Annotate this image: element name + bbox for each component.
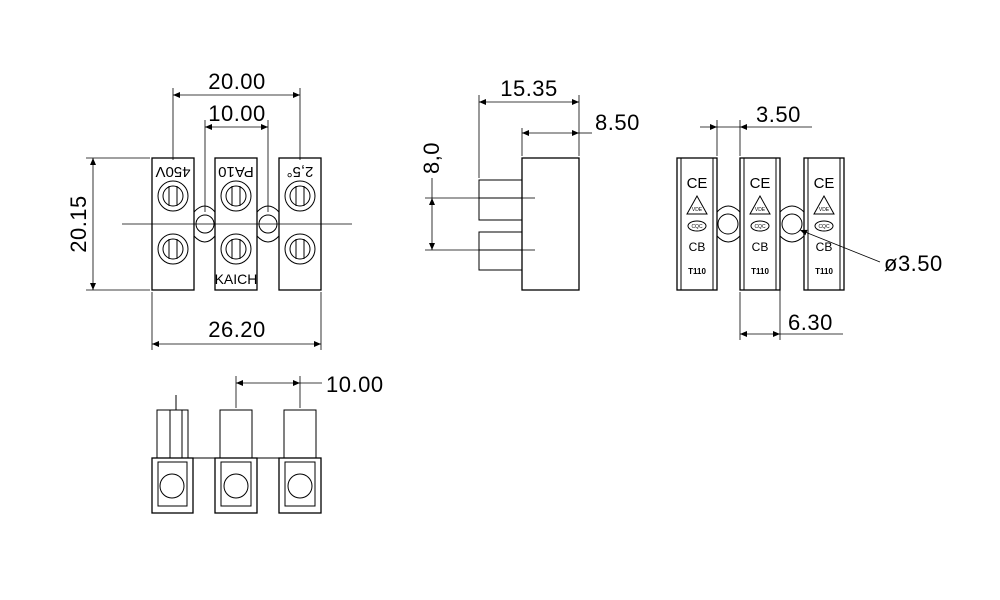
- cb-mark: CB: [689, 240, 706, 254]
- back-body-right: [803, 157, 845, 291]
- vde-icon: VDE: [686, 194, 708, 215]
- marking-voltage: 450V: [155, 163, 190, 180]
- model-mark: T110: [815, 267, 833, 276]
- svg-text:CQC: CQC: [691, 224, 703, 230]
- back-hole-right: [781, 213, 803, 235]
- back-view: CE VDE CQC CB T110 CE VDE CQC CB T11: [676, 102, 943, 340]
- dim-side-offset: 8.50: [595, 110, 640, 135]
- dim-top-height: 20.15: [66, 195, 91, 253]
- back-body-left: [676, 157, 718, 291]
- marking-material: PA10: [218, 163, 254, 180]
- screw-top-middle: [220, 180, 252, 212]
- svg-text:CQC: CQC: [754, 224, 766, 230]
- dim-back-segment: 6.30: [788, 310, 833, 335]
- side-view: 15.35 8.50 8,0: [419, 76, 640, 291]
- marking-brand: KAICH: [215, 271, 258, 287]
- cb-mark: CB: [752, 240, 769, 254]
- back-hole-left: [717, 213, 739, 235]
- dim-bottom-pitch: 10.00: [326, 372, 384, 397]
- top-view: 450V PA10 2,5° KAICH 20.00 10.00 20.15 2…: [66, 69, 352, 350]
- model-mark: T110: [688, 267, 706, 276]
- model-mark: T110: [751, 267, 769, 276]
- ce-mark: CE: [814, 175, 835, 192]
- dim-back-gap: 3.50: [756, 102, 801, 127]
- front-terminal-left: [151, 457, 194, 514]
- cert-marks-middle: CE VDE CQC CB T110: [749, 175, 771, 276]
- svg-text:VDE: VDE: [819, 207, 830, 213]
- svg-text:CQC: CQC: [818, 224, 830, 230]
- screw-bottom-right: [284, 233, 316, 265]
- vde-icon: VDE: [749, 194, 771, 215]
- dim-top-width: 20.00: [208, 69, 266, 94]
- screw-top-right: [284, 180, 316, 212]
- front-view: 10.00: [151, 372, 384, 514]
- cqc-icon: CQC: [750, 220, 770, 232]
- screw-bottom-middle: [220, 233, 252, 265]
- vde-icon: VDE: [813, 194, 835, 215]
- screw-top-left: [157, 180, 189, 212]
- side-pin-lower: [478, 231, 523, 271]
- front-screw-left: [159, 473, 185, 499]
- front-terminal-right: [278, 457, 322, 514]
- dim-side-pin: 8,0: [419, 142, 444, 174]
- cert-marks-right: CE VDE CQC CB T110: [813, 175, 835, 276]
- dim-top-overall: 26.20: [208, 317, 266, 342]
- dim-top-pitch: 10.00: [208, 101, 266, 126]
- cert-marks-left: CE VDE CQC CB T110: [686, 175, 708, 276]
- side-pin-upper: [478, 179, 523, 221]
- cb-mark: CB: [816, 240, 833, 254]
- cqc-icon: CQC: [814, 220, 834, 232]
- marking-section: 2,5°: [287, 163, 314, 180]
- side-body: [521, 157, 580, 291]
- front-screw-middle: [223, 473, 249, 499]
- front-screw-right: [287, 473, 313, 499]
- svg-text:VDE: VDE: [692, 207, 703, 213]
- ce-mark: CE: [687, 175, 708, 192]
- cqc-icon: CQC: [687, 220, 707, 232]
- dim-back-hole: ø3.50: [884, 251, 943, 276]
- dim-side-length: 15.35: [500, 76, 558, 101]
- ce-mark: CE: [750, 175, 771, 192]
- svg-text:VDE: VDE: [755, 207, 766, 213]
- screw-bottom-left: [157, 233, 189, 265]
